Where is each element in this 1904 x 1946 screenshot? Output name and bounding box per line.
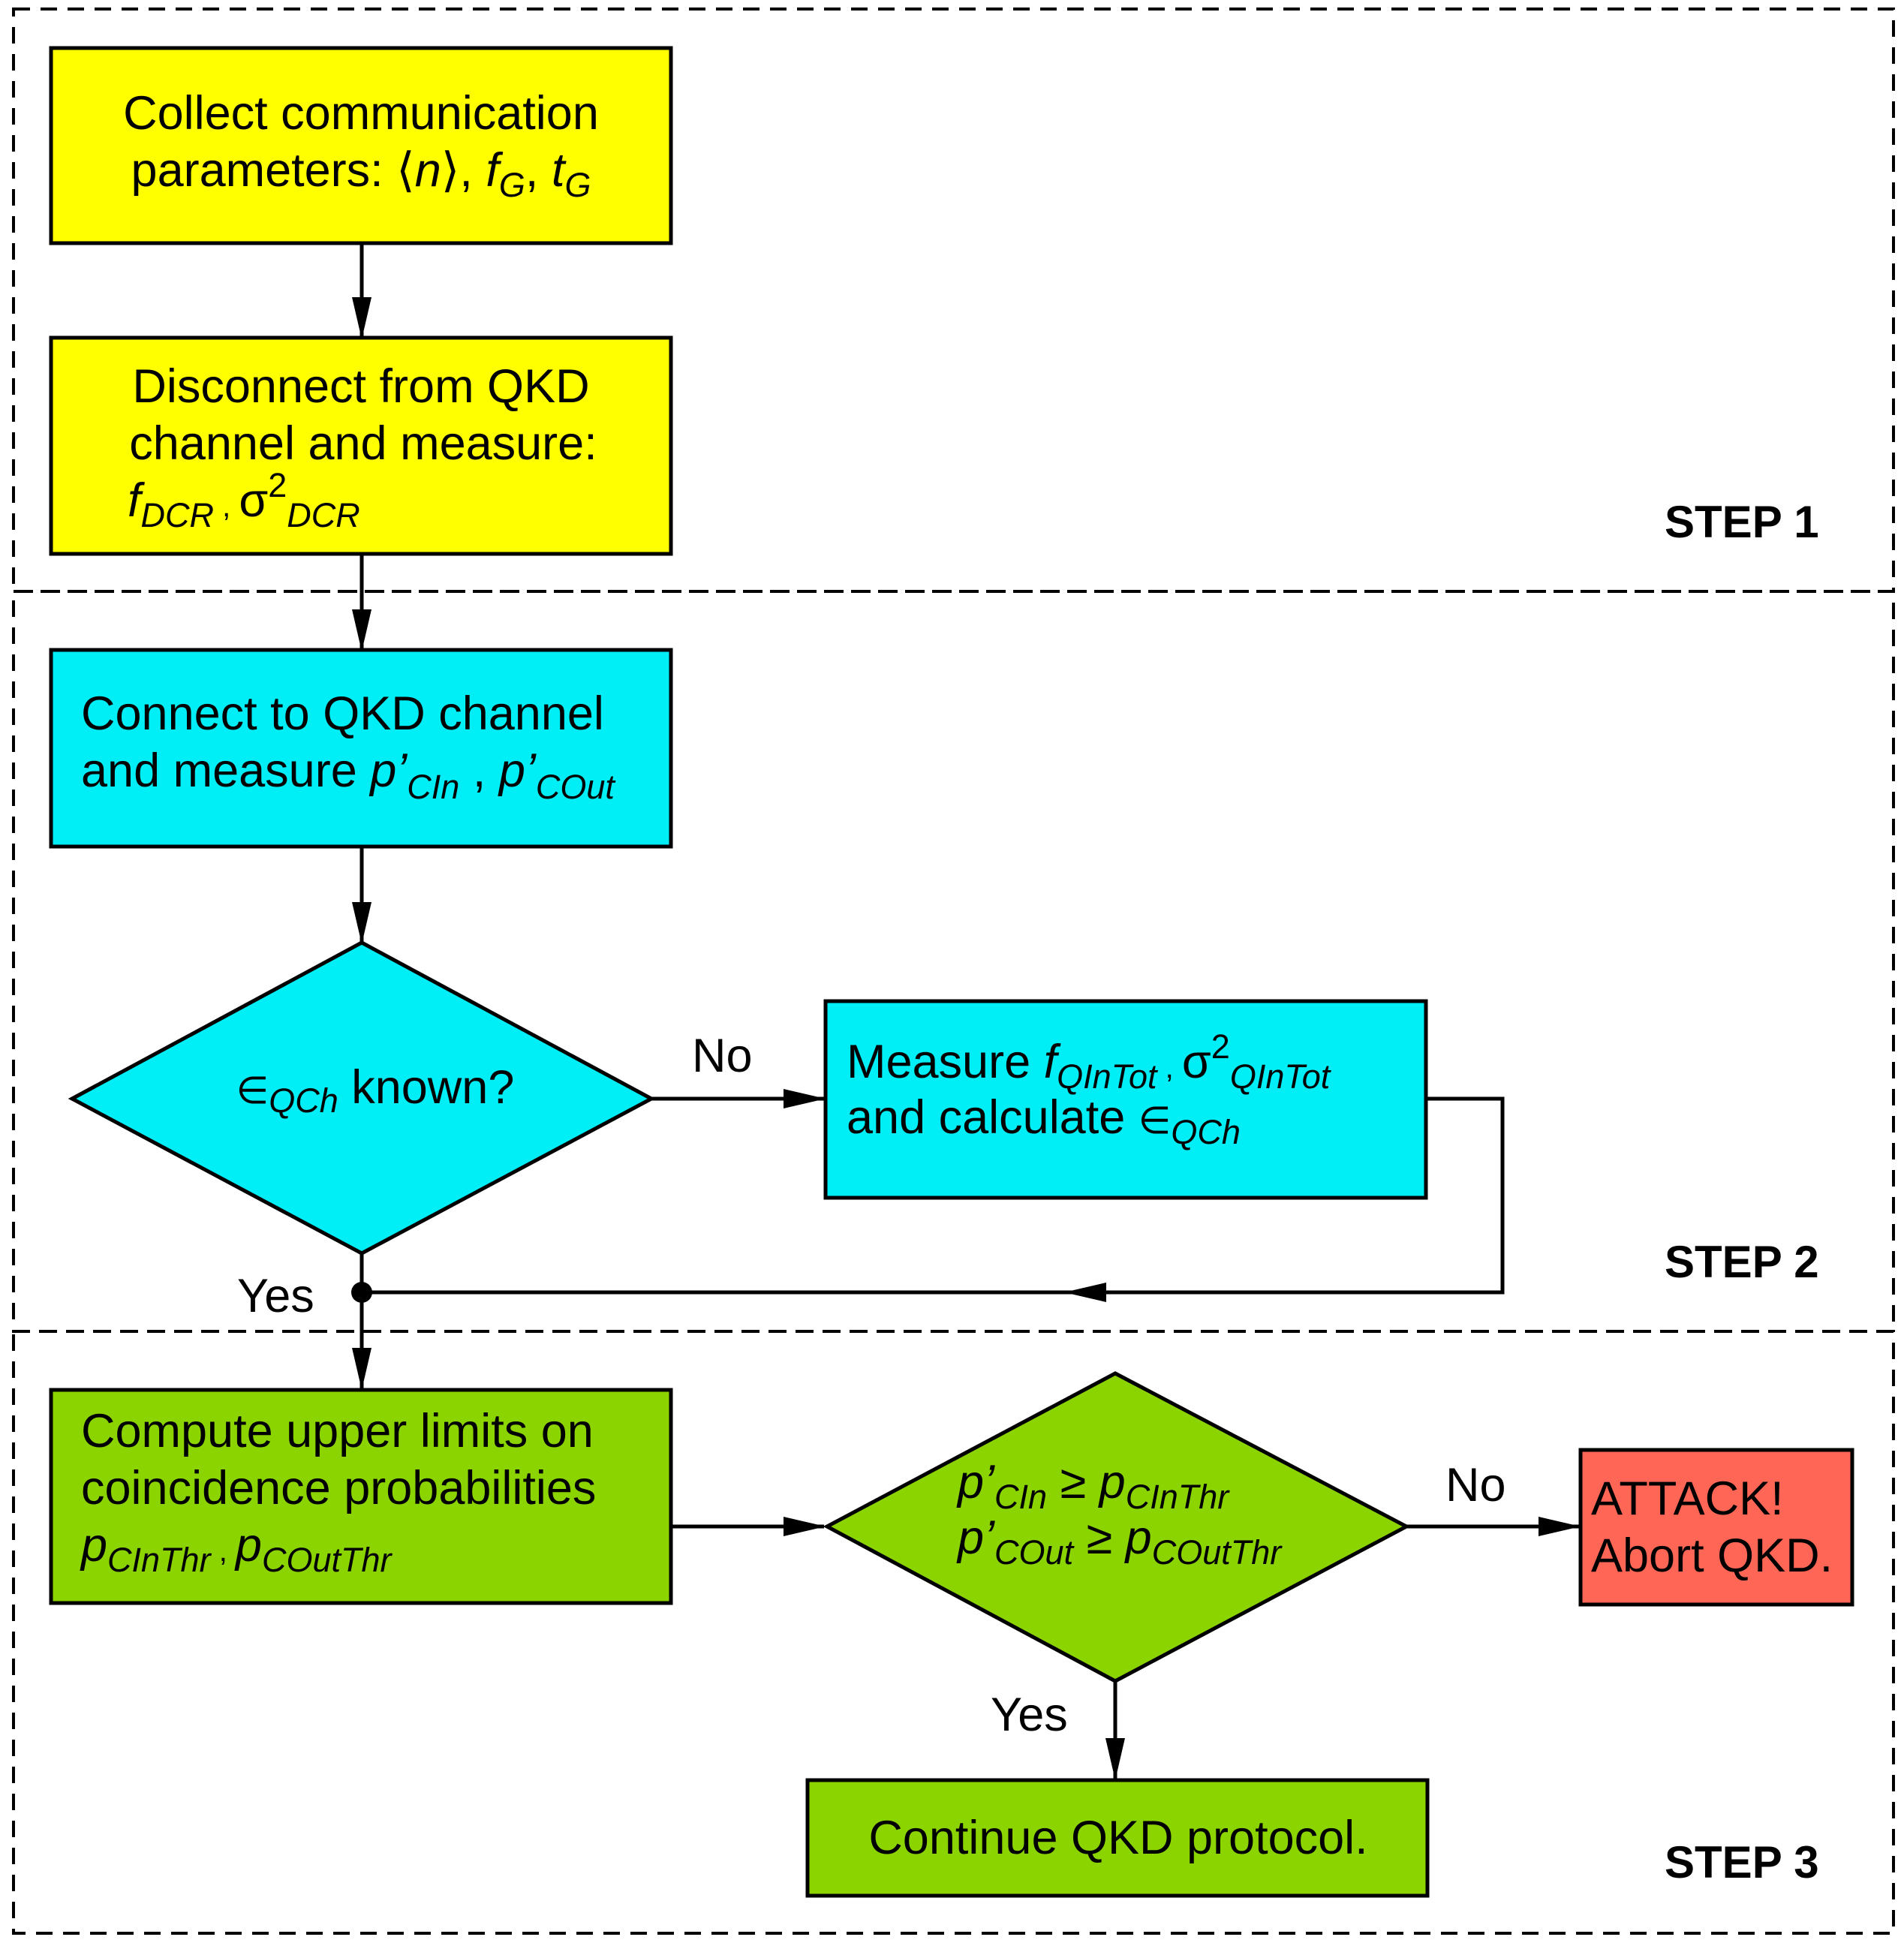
step3-region	[12, 1330, 1895, 1935]
measure-line1: Measure fQInTot , σ2QInTot	[847, 1027, 1332, 1096]
disconnect-line1: Disconnect from QKD	[132, 360, 589, 413]
eps-known-decision	[68, 940, 656, 1256]
attack-line2: Abort QKD.	[1591, 1529, 1833, 1582]
collect-line2: parameters: ⟨n⟩, fG, tG	[131, 144, 591, 204]
measure-line2: and calculate ∈QCh	[847, 1091, 1241, 1151]
connect-line2: and measure p’CIn , p’COut	[81, 744, 616, 806]
threshold-line1: p’CIn ≥ pCInThr	[956, 1456, 1230, 1516]
disconnect-measure-box	[49, 335, 673, 556]
known-label: ∈QCh known?	[236, 1061, 515, 1120]
attack-line1: ATTACK!	[1591, 1472, 1784, 1525]
compute-limits-box	[49, 1388, 673, 1605]
edge-measure-return	[1064, 1096, 1505, 1302]
disconnect-line2: channel and measure:	[129, 417, 597, 470]
connect-line1: Connect to QKD channel	[81, 687, 604, 740]
step2-label: STEP 2	[1665, 1237, 1819, 1287]
continue-protocol-box	[805, 1778, 1430, 1898]
edge-label-yes-1: Yes	[237, 1270, 314, 1322]
attack-abort-box	[1578, 1448, 1854, 1607]
step3-label: STEP 3	[1665, 1837, 1819, 1887]
disconnect-line3: fDCR , σ2DCR	[128, 466, 360, 534]
step1-label: STEP 1	[1665, 497, 1819, 547]
step2-region	[12, 590, 1895, 1333]
compute-line1: Compute upper limits on	[81, 1405, 594, 1457]
collect-line1: Collect communication	[123, 87, 599, 140]
edge-label-yes-2: Yes	[991, 1689, 1068, 1741]
compute-line3: pCInThr , pCOutThr	[80, 1519, 393, 1579]
continue-label: Continue QKD protocol.	[868, 1812, 1367, 1864]
collect-parameters-box	[49, 46, 673, 245]
edge-label-no-1: No	[692, 1030, 753, 1082]
threshold-line2: p’COut ≥ pCOutThr	[956, 1511, 1283, 1572]
measure-calculate-box	[823, 999, 1428, 1200]
connect-measure-box	[49, 648, 673, 849]
step1-region	[12, 8, 1895, 593]
edge-label-no-2: No	[1445, 1459, 1506, 1511]
compute-line2: coincidence probabilities	[81, 1462, 596, 1514]
threshold-decision	[823, 1371, 1411, 1683]
